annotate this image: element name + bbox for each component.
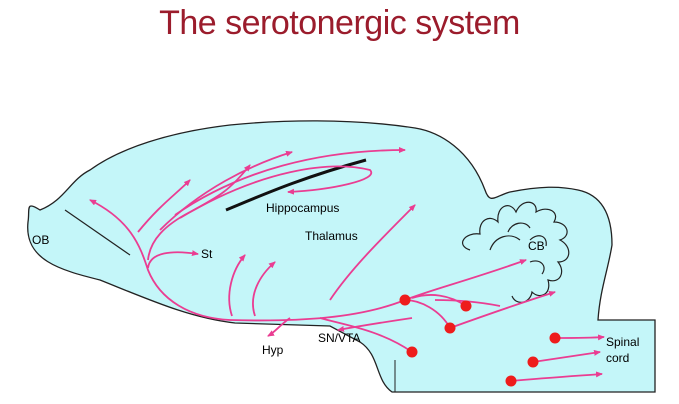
raphe-nucleus-dot bbox=[399, 294, 411, 306]
label-cord: cord bbox=[606, 351, 629, 365]
page-title: The serotonergic system bbox=[159, 4, 520, 42]
label-ob: OB bbox=[32, 233, 49, 247]
label-thalamus: Thalamus bbox=[305, 229, 358, 243]
projection-fibers bbox=[89, 147, 605, 382]
raphe-nuclei bbox=[399, 294, 561, 387]
raphe-nucleus-dot bbox=[460, 300, 472, 312]
label-hippocampus: Hippocampus bbox=[266, 201, 339, 215]
cerebellum-folia bbox=[462, 201, 570, 303]
raphe-nucleus-dot bbox=[527, 356, 539, 368]
label-hyp: Hyp bbox=[262, 343, 284, 357]
label-spinal: Spinal bbox=[606, 335, 639, 349]
olfactory-bulb-boundary bbox=[64, 209, 131, 256]
raphe-nucleus-dot bbox=[505, 375, 517, 387]
brain-silhouette bbox=[27, 120, 656, 393]
label-st: St bbox=[201, 247, 213, 261]
label-cb: CB bbox=[528, 239, 545, 253]
raphe-nucleus-dot bbox=[406, 346, 418, 358]
raphe-nucleus-dot bbox=[444, 322, 456, 334]
label-snvta: SN/VTA bbox=[318, 331, 360, 345]
raphe-nucleus-dot bbox=[549, 332, 561, 344]
